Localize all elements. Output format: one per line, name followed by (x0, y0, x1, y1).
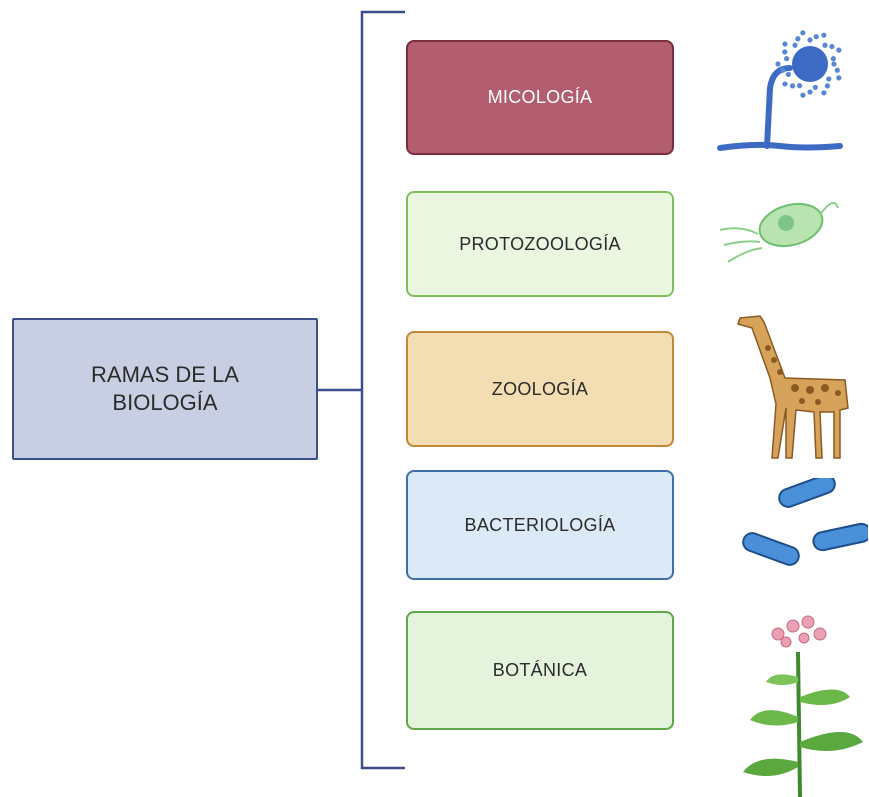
spore-dot (782, 41, 788, 47)
giraffe-icon (737, 315, 849, 459)
spore-dot (831, 61, 837, 67)
branch-zoologia: ZOOLOGÍA (406, 331, 674, 447)
spore-dot (807, 89, 813, 95)
branch-label: ZOOLOGÍA (491, 378, 589, 399)
spore-dot (812, 84, 818, 90)
spore-dot (784, 56, 790, 62)
spore-dot (826, 76, 832, 82)
flowering-plant-icon (743, 615, 863, 797)
branch-botanica: BOTÁNICA (406, 611, 674, 730)
branch-label: BOTÁNICA (492, 660, 588, 680)
spore-dot (782, 49, 788, 55)
spore-dot (775, 61, 781, 67)
spore-dot (813, 34, 819, 40)
spore-dot (792, 42, 798, 48)
spore-dot (836, 75, 842, 81)
bracket-line (360, 10, 405, 770)
spore-dot (822, 42, 828, 48)
spore-dot (780, 67, 786, 73)
spore-dot (807, 37, 813, 43)
spore-dot (834, 67, 840, 73)
spore-dot (824, 83, 831, 89)
mold-fungus-icon (717, 30, 843, 151)
spore-dot (821, 90, 827, 96)
branch-bacteriologia: BACTERIOLOGÍA (406, 470, 674, 580)
bacteria-icon (742, 478, 868, 566)
spore-dot (785, 71, 791, 78)
branch-protozoologia: PROTOZOOLOGÍA (406, 191, 674, 297)
branch-label: BACTERIOLOGÍA (464, 514, 616, 535)
branch-label: PROTOZOOLOGÍA (459, 233, 621, 254)
spore-dot (829, 43, 835, 50)
spore-dot (836, 47, 842, 53)
spore-dot (782, 81, 788, 87)
protozoan-icon (719, 201, 839, 263)
branch-micologia: MICOLOGÍA (406, 40, 674, 155)
spore-dot (789, 83, 796, 89)
spore-dot (821, 32, 827, 38)
spore-dot (830, 56, 836, 62)
root-label: RAMAS DE LA BIOLOGÍA (91, 362, 239, 415)
branch-label: MICOLOGÍA (487, 87, 593, 107)
spore-dot (795, 36, 801, 42)
spore-dot (800, 30, 806, 36)
spore-dot (796, 83, 803, 89)
spore-dot (800, 92, 806, 98)
root-node: RAMAS DE LA BIOLOGÍA (12, 318, 318, 460)
